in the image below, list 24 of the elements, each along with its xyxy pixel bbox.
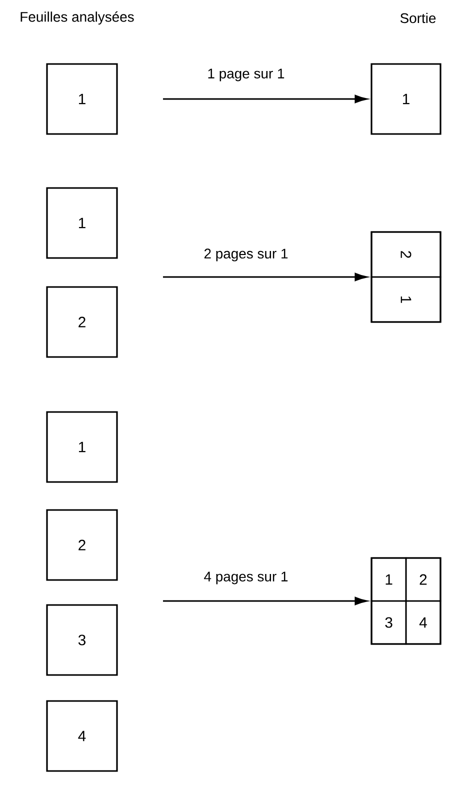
edge-label: 1 page sur 1 [208, 68, 284, 82]
page-cell: 3 [370, 600, 407, 645]
arrow [163, 272, 368, 282]
output-page [370, 231, 442, 323]
sheet-box: 1 [46, 411, 118, 483]
page-cell: 1 [370, 557, 407, 602]
page-cell: 2 [405, 557, 442, 602]
sheet-box: 2 [46, 286, 118, 358]
sheet-box: 1 [46, 187, 118, 259]
page-cell: 2 [370, 231, 442, 278]
output-page: 1 [370, 63, 442, 135]
sheet-box: 3 [46, 604, 118, 676]
sheet-box: 1 [46, 63, 118, 135]
sheet-box: 2 [46, 509, 118, 581]
page-cell: 1 [370, 276, 442, 323]
column-heading: Sortie [400, 12, 436, 24]
edge-label: 4 pages sur 1 [204, 572, 288, 584]
column-heading: Feuilles analysées [20, 11, 134, 25]
arrow [163, 94, 368, 104]
sheet-box: 4 [46, 700, 118, 772]
edge-label: 2 pages sur 1 [204, 248, 288, 262]
page-cell: 4 [405, 600, 442, 645]
output-page [370, 557, 442, 645]
arrow [163, 596, 368, 606]
